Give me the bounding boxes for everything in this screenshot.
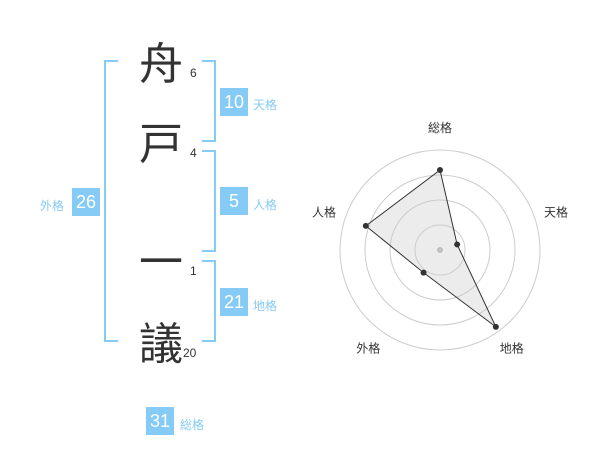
radar-point-4 bbox=[362, 222, 369, 229]
stroke-count-4: 20 bbox=[183, 346, 197, 360]
radar-point-1 bbox=[454, 241, 461, 248]
radar-axis-label-0: 総格 bbox=[428, 120, 452, 135]
radar-center-dot bbox=[437, 247, 443, 253]
chikaku-label: 地格 bbox=[253, 299, 278, 313]
jinkaku-bracket bbox=[202, 150, 216, 252]
radar-polygon bbox=[365, 169, 497, 328]
gaikaku-bracket bbox=[104, 60, 118, 342]
radar-axis-label-4: 人格 bbox=[312, 204, 336, 219]
tenkaku-label: 天格 bbox=[253, 98, 278, 112]
name-char-4: 議 bbox=[139, 319, 183, 370]
soukaku-value: 31 bbox=[146, 407, 174, 435]
stroke-count-3: 1 bbox=[190, 264, 197, 278]
chikaku-bracket bbox=[202, 260, 216, 342]
radar-ring-2 bbox=[389, 199, 491, 301]
name-char-3: 一 bbox=[139, 237, 183, 288]
radar-ring-1 bbox=[414, 224, 466, 276]
tenkaku-bracket bbox=[202, 60, 216, 142]
tenkaku-value: 10 bbox=[220, 88, 248, 116]
radar-ring-4 bbox=[339, 149, 541, 351]
soukaku-label: 総格 bbox=[180, 418, 205, 432]
stroke-count-2: 4 bbox=[190, 146, 197, 160]
radar-axis-label-3: 外格 bbox=[356, 341, 380, 356]
radar-axis-label-1: 天格 bbox=[544, 204, 568, 219]
radar-point-3 bbox=[420, 269, 427, 276]
name-char-1: 舟 bbox=[139, 39, 183, 90]
radar-point-0 bbox=[437, 167, 443, 173]
stroke-count-1: 6 bbox=[190, 66, 197, 80]
jinkaku-label: 人格 bbox=[253, 198, 278, 212]
radar-ring-3 bbox=[364, 174, 516, 326]
radar-axis-label-2: 地格 bbox=[500, 341, 524, 356]
jinkaku-value: 5 bbox=[220, 187, 248, 215]
radar-point-2 bbox=[492, 323, 499, 330]
gaikaku-label: 外格 bbox=[40, 199, 65, 213]
gaikaku-value: 26 bbox=[72, 188, 100, 216]
chikaku-value: 21 bbox=[220, 288, 248, 316]
name-char-2: 戸 bbox=[139, 119, 183, 170]
